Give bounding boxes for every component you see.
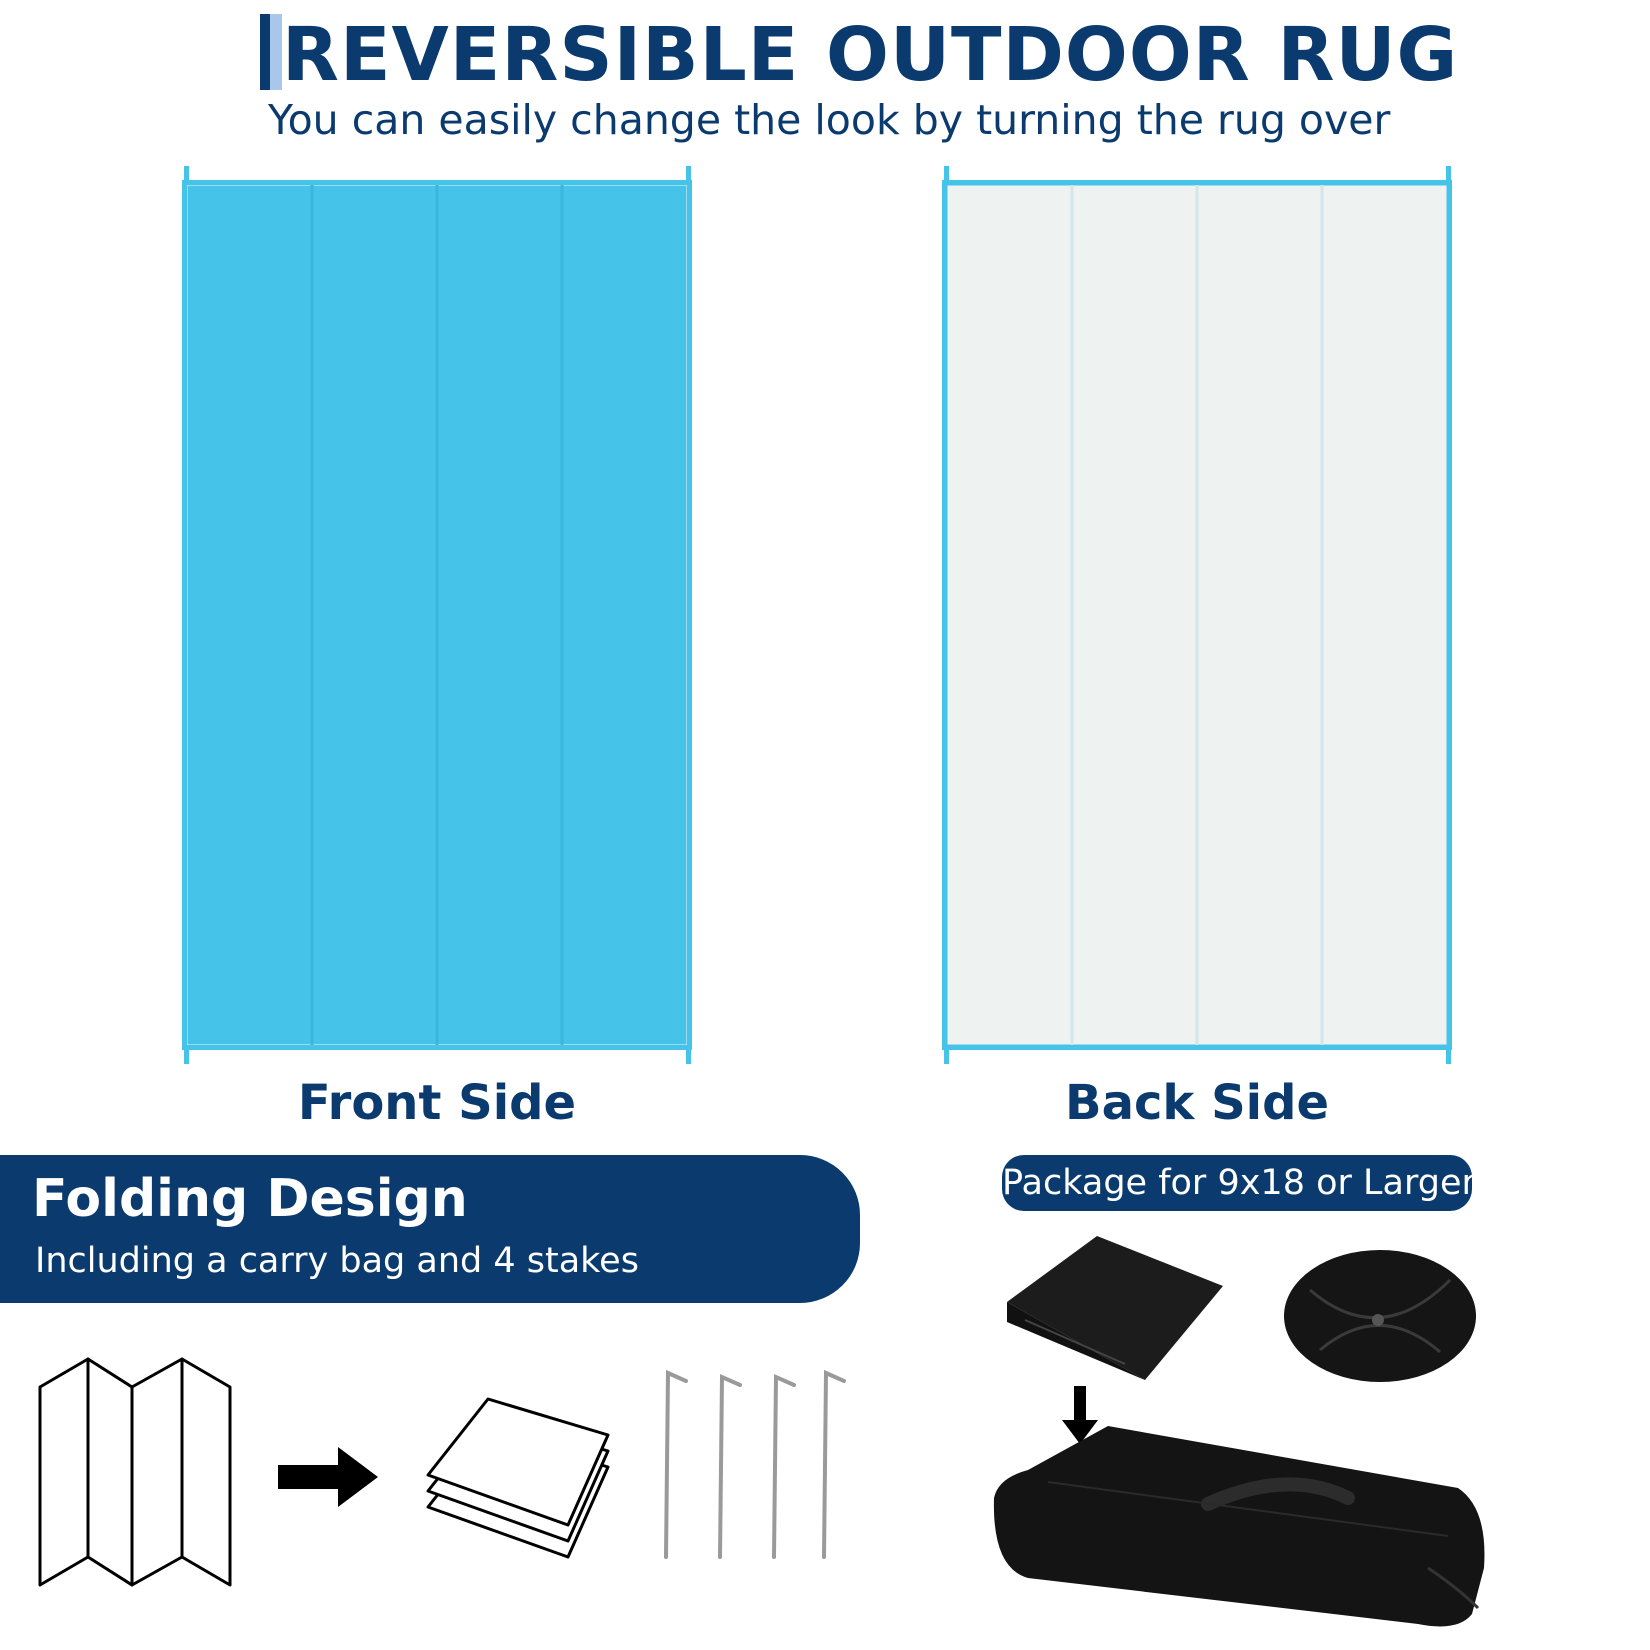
arrow-right-icon [278, 1447, 378, 1507]
rug-loop-tab [184, 1046, 189, 1064]
ground-stakes-icon [664, 1369, 846, 1559]
folding-design-title: Folding Design [32, 1169, 468, 1229]
package-label: Package for 9x18 or Larger [1002, 1155, 1476, 1211]
page-title: REVERSIBLE OUTDOOR RUG [282, 12, 1459, 98]
drawstring-pouch-icon [1284, 1250, 1476, 1382]
rug-loop-tab [944, 1046, 949, 1064]
page-subtitle: You can easily change the look by turnin… [268, 96, 1391, 144]
front-side-label: Front Side [297, 1075, 577, 1131]
folding-design-subtitle: Including a carry bag and 4 stakes [35, 1241, 639, 1281]
back-side-label: Back Side [1065, 1075, 1329, 1131]
rug-loop-tab [686, 1046, 691, 1064]
rug-loop-tab [944, 166, 949, 184]
rug-loop-tab [686, 166, 691, 184]
back-rug-image [942, 180, 1452, 1050]
rug-loop-tab [1446, 166, 1451, 184]
carry-bag-icon [993, 1426, 1485, 1627]
arrow-down-icon [1062, 1386, 1098, 1444]
title-accent-bar [260, 14, 282, 90]
folded-rug-icon [426, 1397, 610, 1559]
flat-black-bag-icon [1007, 1236, 1223, 1380]
unfolded-panels-icon [38, 1357, 232, 1587]
front-rug-image [182, 180, 692, 1050]
folding-design-banner: Folding Design Including a carry bag and… [0, 1155, 860, 1303]
rug-loop-tab [184, 166, 189, 184]
rug-loop-tab [1446, 1046, 1451, 1064]
